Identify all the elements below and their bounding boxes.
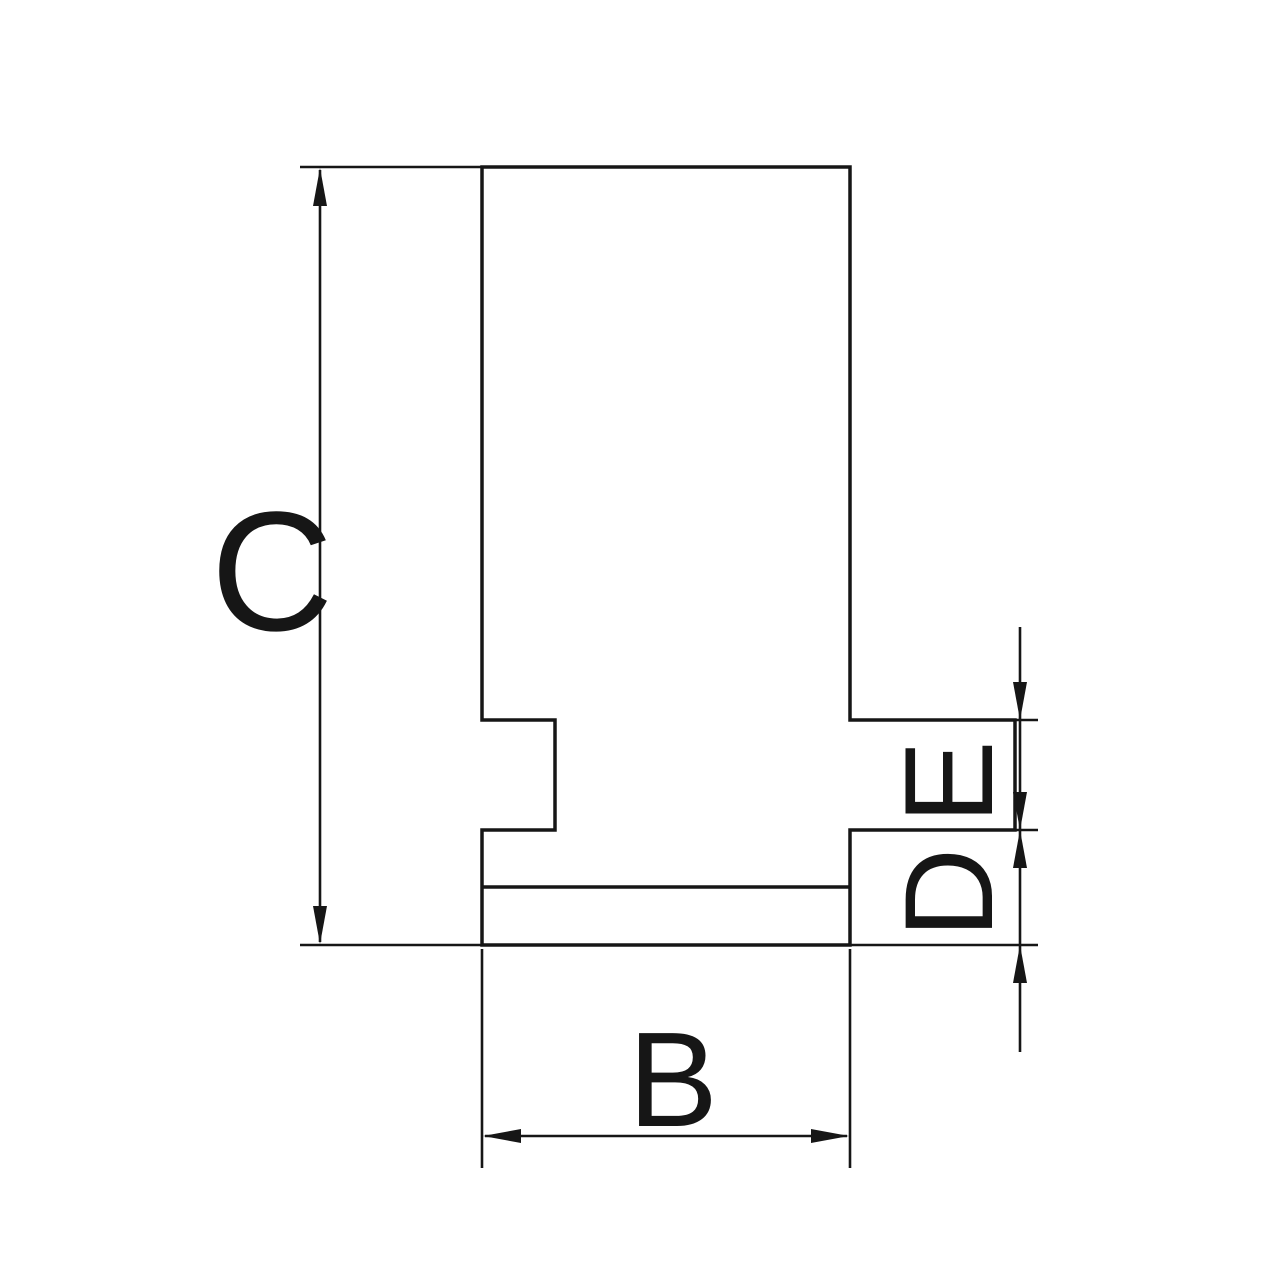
- jaw-profile-outline: [480, 165, 1017, 947]
- arrowhead-b-right: [811, 1129, 849, 1143]
- arrowhead-e-bottom: [1013, 830, 1027, 868]
- dimension-label-d: D: [880, 848, 1019, 938]
- arrowhead-e-top: [1013, 682, 1027, 720]
- arrowhead-c-top: [313, 168, 327, 206]
- arrowhead-d-bottom: [1013, 945, 1027, 983]
- dimension-label-b: B: [628, 1004, 718, 1155]
- arrowhead-b-left: [483, 1129, 521, 1143]
- arrowhead-d-top: [1013, 792, 1027, 830]
- dimension-label-e: E: [880, 740, 1019, 823]
- dimension-label-c: C: [211, 477, 334, 667]
- arrowhead-c-bottom: [313, 906, 327, 944]
